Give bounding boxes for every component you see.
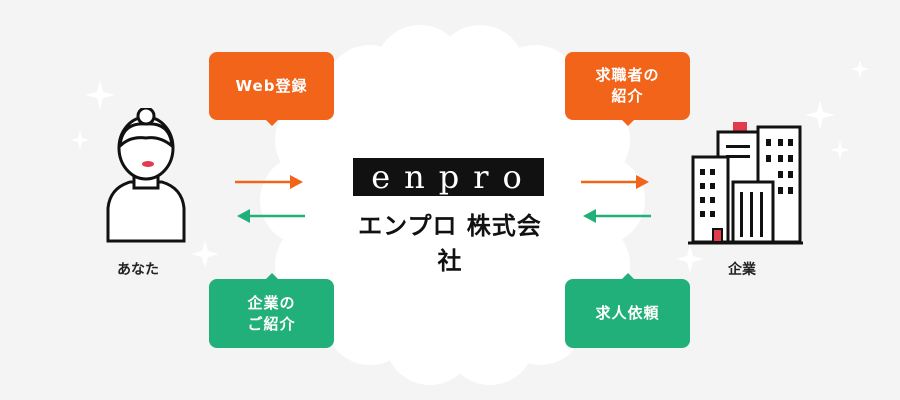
job-request-label: 求人依頼	[595, 304, 660, 322]
job-seeker-intro-label: 求職者の 紹介	[595, 66, 660, 105]
buildings-icon	[688, 122, 803, 245]
you-caption: あなた	[117, 262, 159, 278]
arrow-to-enpro-left	[235, 175, 305, 223]
job-request-bubble: 求人依頼	[565, 273, 690, 348]
web-register-label: Web登録	[235, 76, 308, 95]
person-icon	[106, 108, 186, 243]
arrow-to-company-right	[581, 175, 651, 223]
company-intro-bubble: 企業の ご紹介	[209, 273, 334, 348]
enpro-logo: enpro	[353, 158, 544, 196]
company-name: エンプロ 株式会社	[358, 212, 542, 275]
sparkle-icon	[70, 60, 869, 273]
job-seeker-intro-bubble: 求職者の 紹介	[565, 52, 690, 126]
company-intro-label: 企業の ご紹介	[247, 293, 296, 333]
web-register-bubble: Web登録	[209, 52, 334, 126]
company-caption: 企業	[728, 262, 756, 278]
